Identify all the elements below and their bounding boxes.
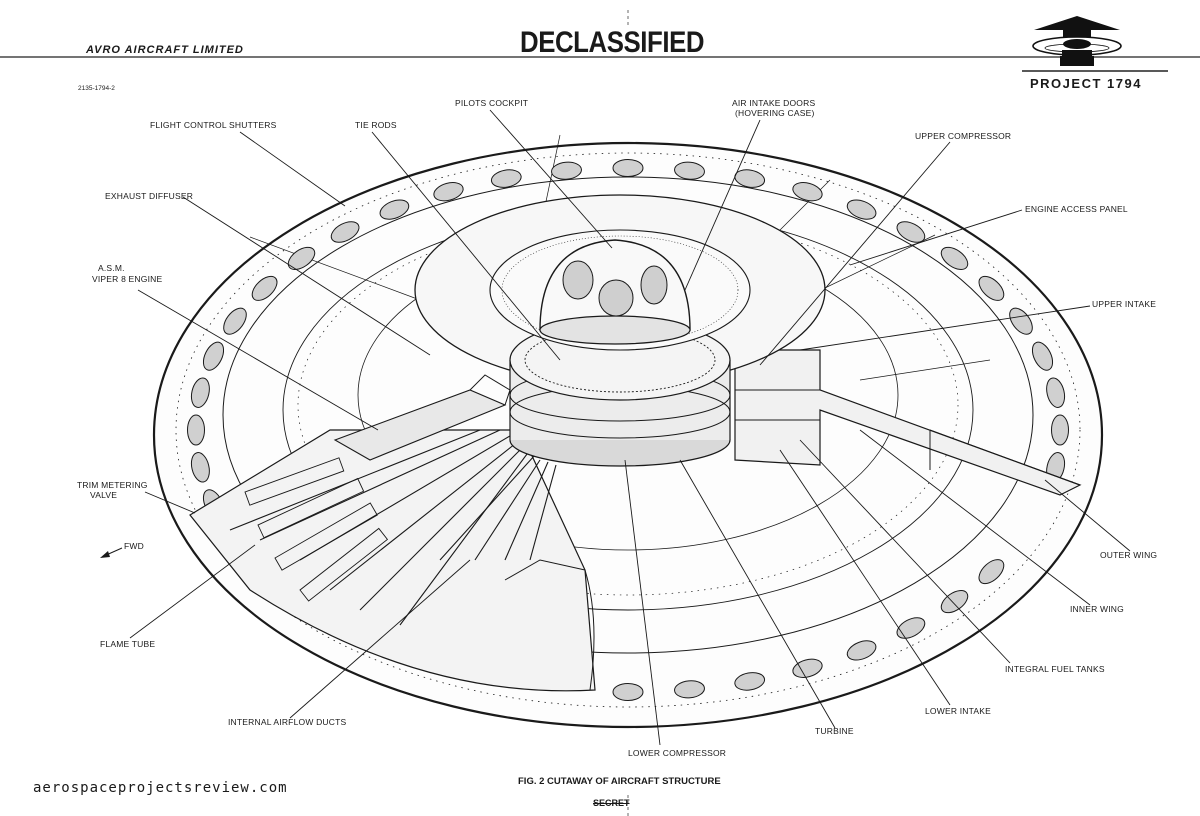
cutaway-section — [189, 374, 596, 692]
shutter-port — [551, 161, 582, 180]
shutter-port — [1009, 307, 1033, 335]
label-air-intake-doors: AIR INTAKE DOORS — [732, 98, 815, 108]
shutter-port — [433, 182, 464, 202]
shutter-port — [190, 377, 210, 408]
shutter-port — [792, 182, 823, 202]
label-asm-engine: VIPER 8 ENGINE — [92, 274, 162, 284]
label-trim-metering: TRIM METERING — [77, 480, 148, 490]
shutter-port — [330, 221, 360, 243]
shutter-port — [978, 275, 1005, 301]
shutter-port — [674, 680, 705, 699]
shutter-port — [846, 640, 877, 661]
company-name: AVRO AIRCRAFT LIMITED — [86, 44, 244, 56]
shutter-port — [940, 246, 969, 270]
shutter-port — [734, 672, 766, 691]
cockpit-dome — [539, 239, 691, 345]
watermark: aerospaceprojectsreview.com — [33, 780, 288, 796]
label-internal-airflow-ducts: INTERNAL AIRFLOW DUCTS — [228, 717, 347, 727]
shutter-port — [896, 221, 926, 243]
secret-stamp: SECRET — [593, 798, 630, 808]
figure-caption: FIG. 2 CUTAWAY OF AIRCRAFT STRUCTURE — [518, 776, 721, 787]
shutter-port — [612, 159, 644, 177]
label-upper-compressor: UPPER COMPRESSOR — [915, 131, 1011, 141]
label-tie-rods: TIE RODS — [355, 120, 397, 130]
callout-labels: PILOTS COCKPIT AIR INTAKE DOORS (HOVERIN… — [77, 98, 1157, 758]
fwd-label: FWD — [124, 541, 144, 551]
shutter-port — [1051, 414, 1069, 446]
label-lower-compressor: LOWER COMPRESSOR — [628, 748, 726, 758]
project-logo-icon — [1032, 16, 1122, 66]
document-number: 2135-1794-2 — [78, 85, 115, 92]
shutter-port — [612, 683, 644, 701]
label-pilots-cockpit: PILOTS COCKPIT — [455, 98, 528, 108]
label-air-intake-doors-sub: (HOVERING CASE) — [735, 108, 815, 118]
leader-lines — [129, 109, 1131, 746]
label-exhaust-diffuser: EXHAUST DIFFUSER — [105, 191, 193, 201]
fwd-arrow-icon — [100, 547, 123, 558]
flight-control-shutters — [187, 159, 1069, 701]
label-inner-wing: INNER WING — [1070, 604, 1124, 614]
label-engine-access-panel: ENGINE ACCESS PANEL — [1025, 204, 1128, 214]
label-upper-intake: UPPER INTAKE — [1092, 299, 1156, 309]
shutter-port — [896, 617, 926, 639]
label-outer-wing: OUTER WING — [1100, 550, 1157, 560]
label-integral-fuel-tanks: INTEGRAL FUEL TANKS — [1005, 664, 1105, 674]
shutter-port — [1031, 341, 1054, 371]
shutter-port — [251, 275, 278, 301]
label-lower-intake: LOWER INTAKE — [925, 706, 991, 716]
shutter-port — [978, 559, 1005, 585]
shutter-port — [379, 199, 410, 220]
project-number: PROJECT 1794 — [1030, 76, 1142, 91]
shutter-port — [846, 199, 877, 220]
shutter-port — [223, 307, 247, 335]
label-trim-metering-valve: VALVE — [90, 490, 117, 500]
shutter-port — [792, 658, 823, 678]
label-turbine: TURBINE — [815, 726, 854, 736]
label-flight-control-shutters: FLIGHT CONTROL SHUTTERS — [150, 120, 277, 130]
page-title: DECLASSIFIED — [520, 26, 705, 59]
shutter-port — [940, 590, 969, 614]
label-asm: A.S.M. — [98, 263, 125, 273]
shutter-port — [490, 169, 522, 188]
shutter-port — [202, 341, 225, 371]
shutter-port — [190, 452, 210, 483]
shutter-port — [674, 161, 705, 180]
label-flame-tube: FLAME TUBE — [100, 639, 155, 649]
shutter-port — [1046, 377, 1066, 408]
wing-cutaway — [734, 349, 1082, 496]
shutter-port — [287, 246, 316, 270]
shutter-port — [187, 414, 205, 446]
